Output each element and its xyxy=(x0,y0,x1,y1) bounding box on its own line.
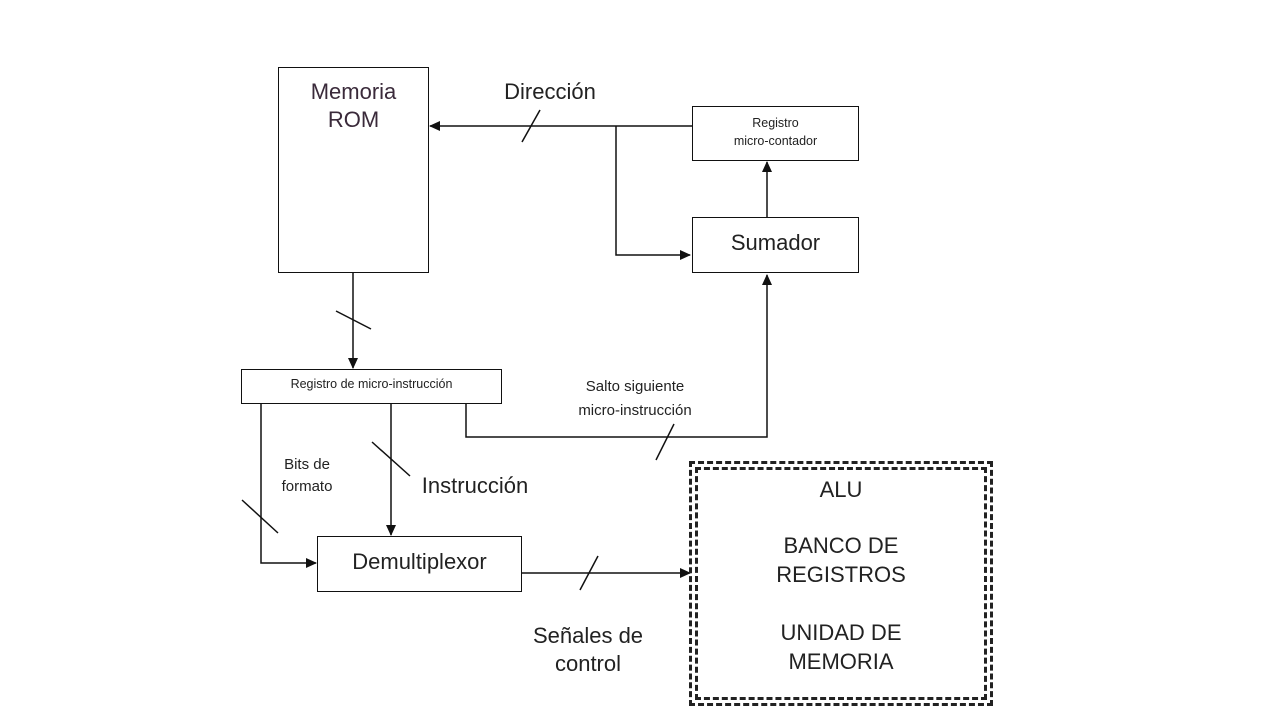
control-signals-label-line2: control xyxy=(554,651,622,676)
address-label: Dirección xyxy=(504,79,596,104)
format-bits-label-line1: Bits de xyxy=(284,456,330,473)
adder-label: Sumador xyxy=(730,230,821,255)
demux-block xyxy=(317,536,522,592)
micro-instruction-register-label: Registro de micro-instrucción xyxy=(290,377,453,391)
micro-instruction-register-block xyxy=(241,369,502,404)
micro-counter-label-line1: Registro xyxy=(752,116,799,130)
datapath-bank-label-line1: BANCO DE xyxy=(783,533,899,558)
rom-label-line1: Memoria xyxy=(310,79,397,104)
datapath-memory-label-line2: MEMORIA xyxy=(788,649,894,674)
adder-block xyxy=(692,217,859,273)
instruction-label: Instrucción xyxy=(421,473,529,498)
address-to-adder-line xyxy=(615,126,691,260)
next-jump-label-line2: micro-instrucción xyxy=(578,402,692,419)
datapath-bank-label-line2: REGISTROS xyxy=(776,562,906,587)
format-bits-label-line2: formato xyxy=(281,478,333,495)
micro-counter-label-line2: micro-contador xyxy=(733,134,818,148)
address-bus-slash xyxy=(521,109,541,143)
format-bits-slash xyxy=(241,499,279,534)
datapath-outer-border xyxy=(689,461,993,706)
next-jump-label-line1: Salto siguiente xyxy=(585,378,685,395)
format-bits-line xyxy=(260,404,317,568)
next-jump-slash xyxy=(655,423,675,461)
demux-label: Demultiplexor xyxy=(352,549,487,574)
datapath-inner-border xyxy=(695,467,987,700)
rom-bus-slash xyxy=(335,310,372,330)
next-jump-line xyxy=(465,274,772,438)
datapath-memory-label-line1: UNIDAD DE xyxy=(780,620,902,645)
control-signals-label-line1: Señales de xyxy=(532,623,644,648)
control-signals-slash xyxy=(579,555,599,591)
rom-label-line2: ROM xyxy=(327,107,380,132)
instruction-slash xyxy=(371,441,411,477)
datapath-alu-label: ALU xyxy=(819,477,863,502)
micro-counter-block xyxy=(692,106,859,161)
rom-block xyxy=(278,67,429,273)
